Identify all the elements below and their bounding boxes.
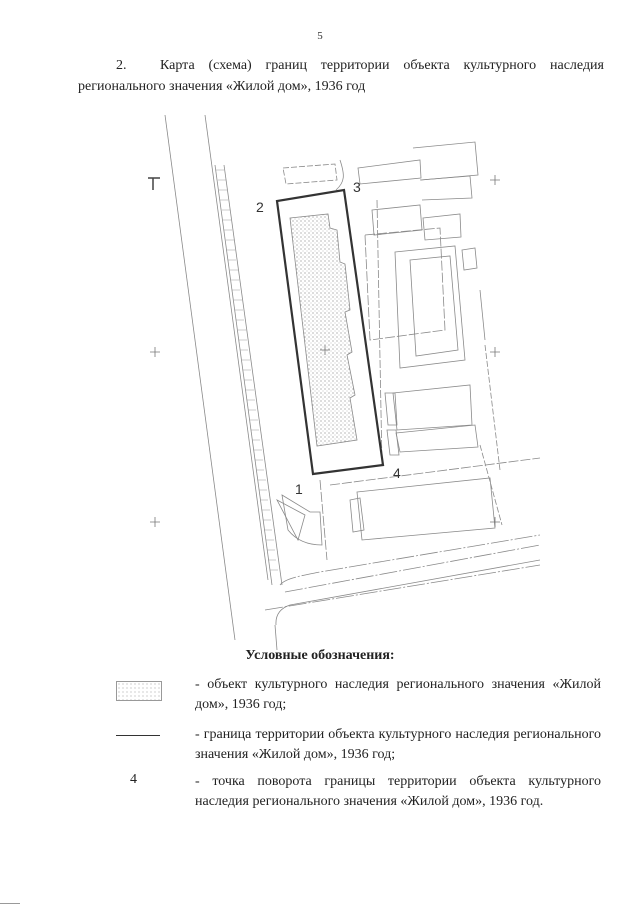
legend-text: - граница территории объекта культурного… bbox=[195, 727, 601, 762]
territory-boundary bbox=[275, 188, 385, 476]
territory-map: 1 2 3 4 bbox=[148, 114, 540, 650]
boundary-point-label-2: 2 bbox=[256, 199, 264, 215]
turning-point-symbol: 4 bbox=[130, 772, 137, 787]
heading-number: 2. bbox=[116, 58, 127, 73]
street-edge bbox=[204, 114, 269, 581]
boundary-line-icon bbox=[116, 735, 160, 736]
section-heading: 2.Карта (схема) границ территории объект… bbox=[78, 55, 604, 97]
heading-text: Карта (схема) границ территории объекта … bbox=[78, 58, 604, 94]
hatched-area-icon bbox=[116, 681, 162, 701]
boundary-point-label-4: 4 bbox=[393, 465, 401, 481]
boundary-point-label-3: 3 bbox=[353, 179, 361, 195]
page-edge-mark bbox=[0, 903, 20, 904]
street-edge bbox=[164, 114, 236, 641]
legend-text: - объект культурного наследия региональн… bbox=[195, 677, 601, 712]
legend-title: Условные обозначения: bbox=[245, 648, 395, 663]
boundary-point-label-1: 1 bbox=[295, 481, 303, 497]
heritage-building-area bbox=[289, 213, 358, 447]
legend-text: - точка поворота границы территории объе… bbox=[195, 774, 601, 809]
page-number: 5 bbox=[317, 30, 323, 42]
